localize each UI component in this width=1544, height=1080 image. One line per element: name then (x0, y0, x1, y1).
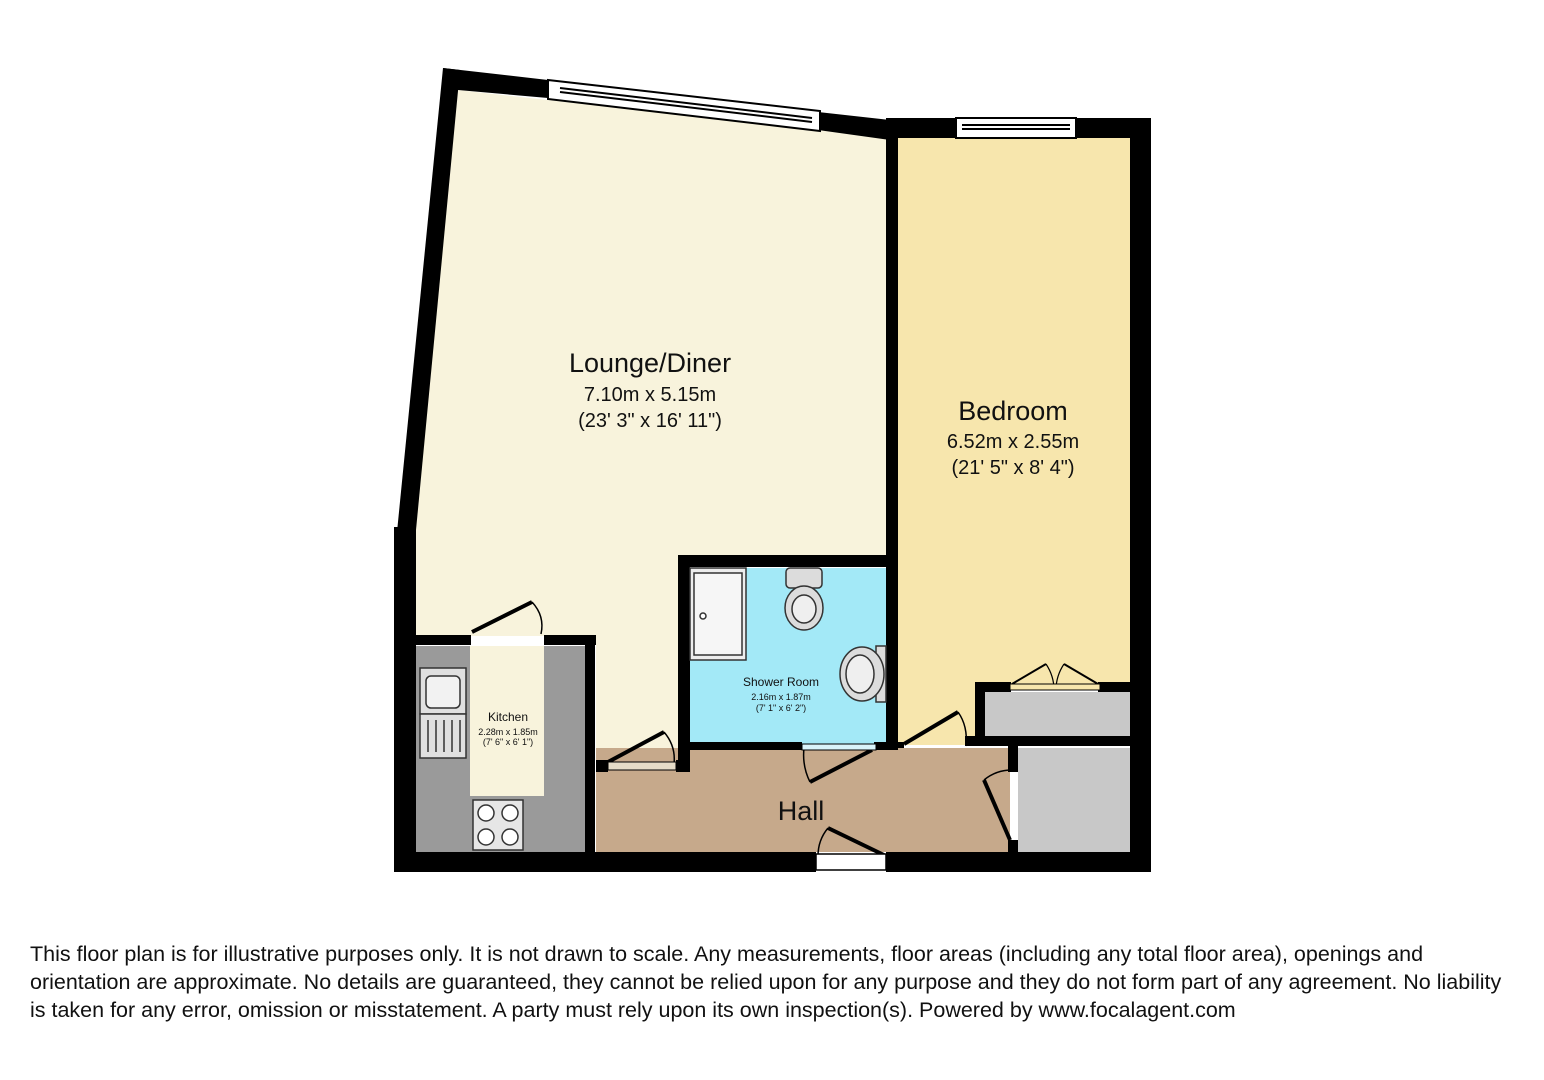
walls (394, 68, 1151, 872)
cupboard-floor (985, 692, 1130, 736)
kitchen-metric: 2.28m x 1.85m (478, 727, 538, 737)
disclaimer-text: This floor plan is for illustrative purp… (30, 942, 1502, 1022)
lounge-floor (415, 90, 888, 760)
kitchen-floor (470, 646, 544, 796)
shower-name: Shower Room (743, 675, 819, 689)
bedroom-metric: 6.52m x 2.55m (947, 431, 1079, 453)
shower-metric: 2.16m x 1.87m (751, 692, 811, 702)
basin-icon (839, 645, 887, 703)
toilet-icon (784, 567, 824, 631)
store-floor (1018, 748, 1130, 852)
hall-name: Hall (778, 796, 825, 826)
shower-imperial: (7' 1" x 6' 2") (756, 703, 806, 713)
lounge-name: Lounge/Diner (569, 348, 731, 378)
lounge-metric: 7.10m x 5.15m (584, 384, 716, 406)
floor-plan: Lounge/Diner 7.10m x 5.15m (23' 3" x 16'… (394, 68, 1151, 872)
door-icon (471, 600, 1101, 871)
bedroom-floor (898, 138, 1130, 686)
lounge-imperial: (23' 3" x 16' 11") (578, 410, 722, 432)
shower-tray-icon (689, 567, 747, 661)
bedroom-name: Bedroom (958, 396, 1068, 426)
sink-icon (419, 667, 467, 715)
hob-icon (472, 799, 524, 851)
kitchen-imperial: (7' 6" x 6' 1") (483, 737, 533, 747)
bedroom-floor-strip (898, 686, 976, 745)
drainer-icon (419, 713, 467, 759)
bedroom-imperial: (21' 5" x 8' 4") (952, 457, 1075, 479)
window-icon (547, 78, 1077, 139)
kitchen-name: Kitchen (488, 710, 528, 724)
